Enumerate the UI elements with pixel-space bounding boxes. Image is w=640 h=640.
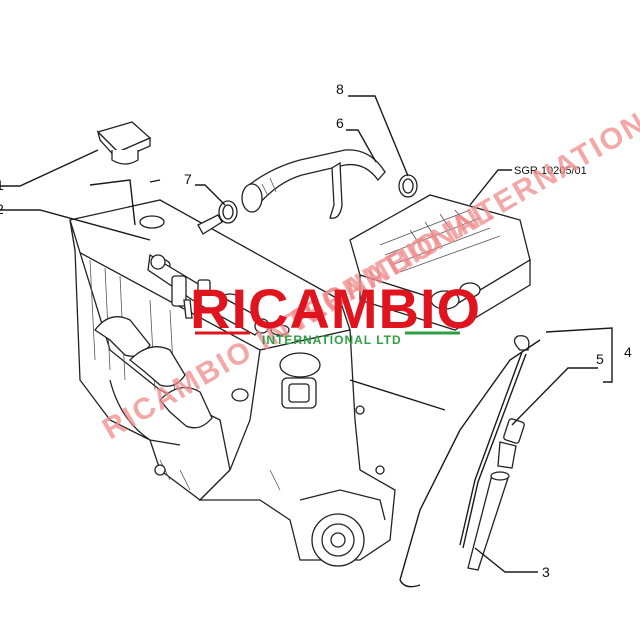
air-intake-assembly — [349, 194, 531, 331]
hose-clamp-large — [398, 174, 418, 198]
breather-fitting — [147, 214, 270, 336]
callout-4: 4 — [624, 344, 632, 360]
callout-2: 2 — [0, 201, 4, 217]
callout-6: 6 — [336, 115, 344, 131]
breather-hose — [241, 149, 386, 219]
callout-labels: 1 2 3 4 5 6 7 8 SGR.10205/01 — [0, 81, 632, 580]
callout-1: 1 — [0, 177, 4, 193]
callout-3: 3 — [542, 564, 550, 580]
watermark-brand: RICAMBIO — [190, 277, 481, 340]
callout-5: 5 — [596, 351, 604, 367]
hose-clamp-small — [218, 200, 238, 224]
callout-8: 8 — [336, 81, 344, 97]
dipstick-assembly — [459, 335, 530, 571]
leader-lines — [0, 95, 613, 588]
callout-7: 7 — [184, 171, 192, 187]
watermark-subtitle: INTERNATIONAL LTD — [262, 333, 402, 347]
engine-block — [69, 199, 396, 567]
reference-code: SGR.10205/01 — [514, 165, 587, 177]
filler-cap — [89, 121, 165, 229]
